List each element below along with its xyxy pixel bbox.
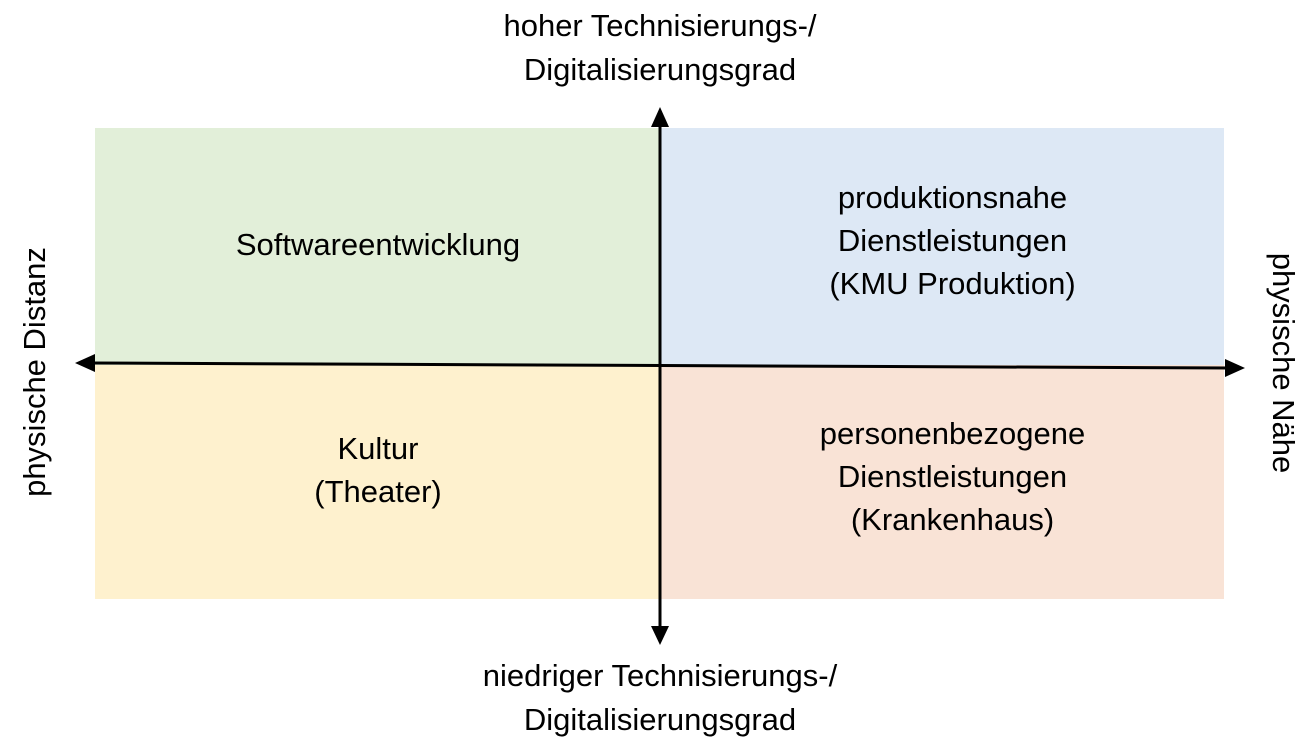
axis-label-bottom: niedriger Technisierungs-/ Digitalisieru… — [482, 658, 838, 737]
quadrant-bottom-right: personenbezogene Dienstleistungen (Krank… — [661, 365, 1224, 599]
axis-label-left: physische Distanz — [17, 247, 52, 497]
quadrant-top-left: Softwareentwicklung — [95, 128, 661, 365]
left-arrowhead — [75, 354, 95, 372]
axis-label-right: physische Nähe — [1266, 252, 1301, 474]
quadrant-bottom-left: Kultur (Theater) — [95, 365, 661, 599]
quadrant-top-left-label: Softwareentwicklung — [235, 227, 521, 262]
quadrant-bottom-left-label: Kultur (Theater) — [314, 431, 442, 509]
down-arrowhead — [651, 626, 669, 645]
quadrant-bottom-right-label: personenbezogene Dienstleistungen (Krank… — [819, 415, 1086, 537]
axis-label-top: hoher Technisierungs-/ Digitalisierungsg… — [503, 8, 817, 87]
quadrant-top-right: produktionsnahe Dienstleistungen (KMU Pr… — [661, 128, 1224, 365]
quadrant-top-right-label: produktionsnahe Dienstleistungen (KMU Pr… — [829, 180, 1076, 301]
up-arrowhead — [651, 107, 669, 127]
right-arrowhead — [1225, 359, 1245, 377]
